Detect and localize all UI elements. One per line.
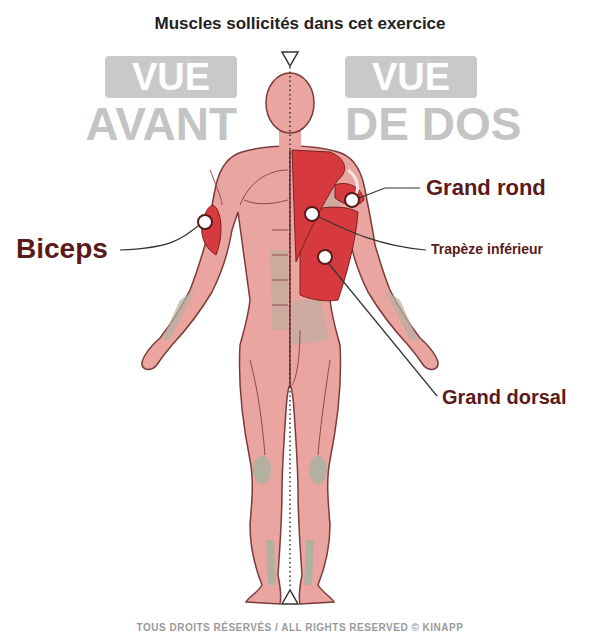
leader-lines xyxy=(120,188,437,396)
callout-dot xyxy=(198,193,359,264)
view-watermark: VUE xyxy=(345,58,477,96)
tendon-areas xyxy=(162,160,418,585)
muscle-lines xyxy=(210,170,330,455)
muscle-label: Trapèze inférieur xyxy=(431,241,543,257)
watermark-box xyxy=(105,56,237,98)
view-watermark: AVANT xyxy=(20,98,237,151)
divider-marker xyxy=(282,52,298,66)
divider-line xyxy=(289,67,291,589)
muscle-label: Grand dorsal xyxy=(442,386,566,409)
diagram-title: Muscles sollicités dans cet exercice xyxy=(0,14,600,34)
highlighted-muscles xyxy=(202,150,364,301)
watermark-box xyxy=(345,56,477,98)
muscle-label: Grand rond xyxy=(426,175,546,200)
view-watermark: DE DOS xyxy=(345,98,521,151)
copyright-note: TOUS DROITS RÉSERVÉS / ALL RIGHTS RESERV… xyxy=(0,622,600,634)
divider-marker xyxy=(282,590,298,604)
muscle-label: Biceps xyxy=(16,233,108,265)
tendon-highlight xyxy=(348,170,358,194)
view-watermark: VUE xyxy=(105,58,237,96)
